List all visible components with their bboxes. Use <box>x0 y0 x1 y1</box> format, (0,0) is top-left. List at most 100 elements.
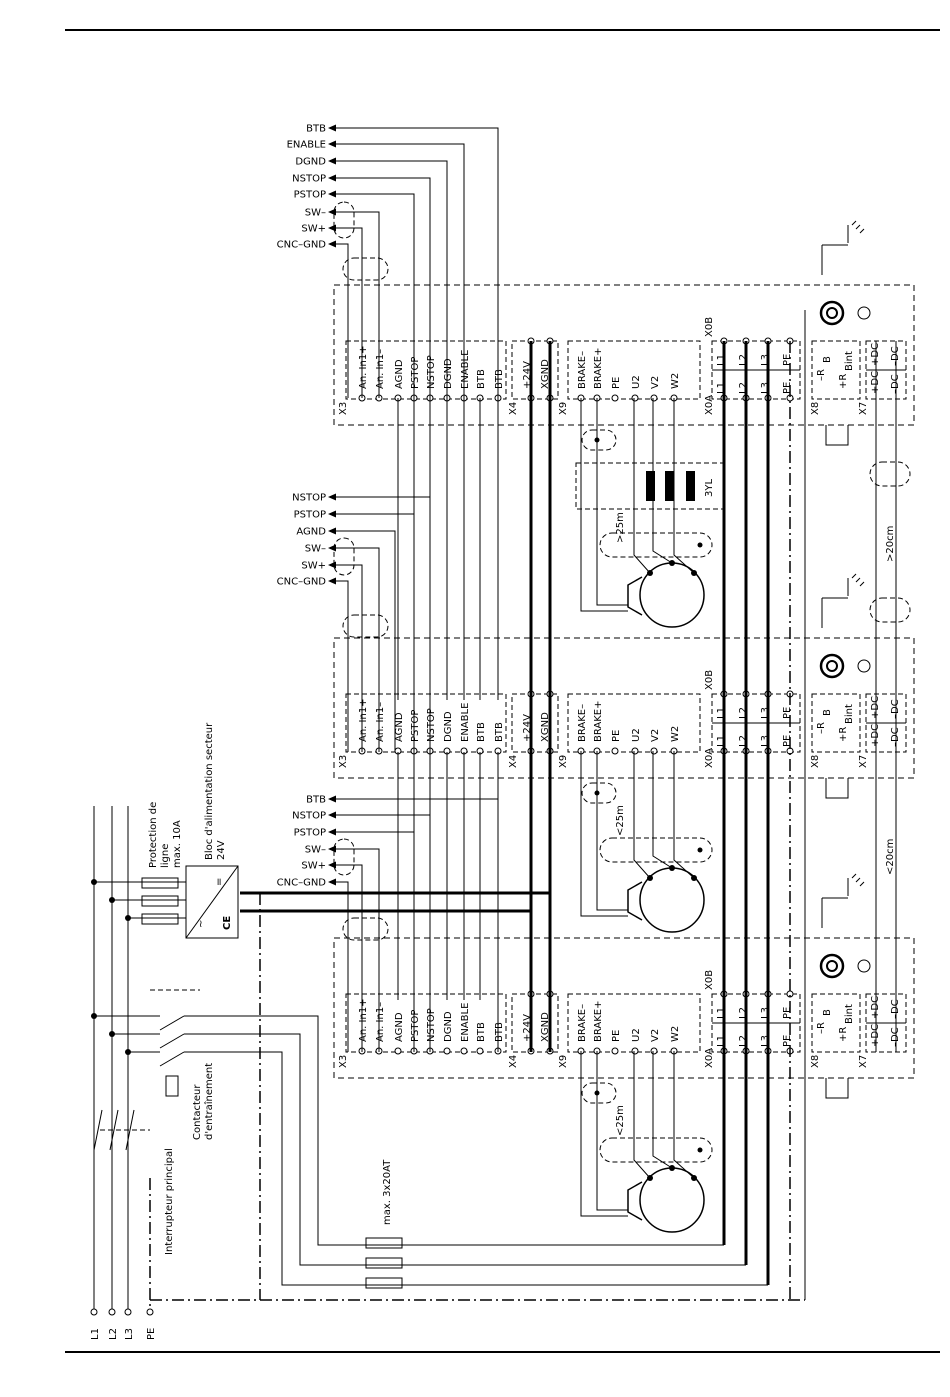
x0b-pin-label: L2 <box>738 707 749 719</box>
x3-terminal <box>476 1047 484 1055</box>
contactor-contact-2 <box>159 1033 185 1049</box>
x3-terminal <box>443 1047 451 1055</box>
cable-shield <box>599 1137 713 1163</box>
protection-label-2: ligne <box>160 844 171 868</box>
shield-clamp <box>697 1147 703 1153</box>
earth-wire <box>821 597 848 628</box>
input-label: NSTOP <box>292 174 326 185</box>
earth-wire <box>821 897 848 928</box>
cable-shield <box>599 532 713 558</box>
connector-x8-label: X8 <box>810 755 821 768</box>
x8-pin-rb-plus: +R <box>838 727 849 742</box>
x9-pin-label: W2 <box>670 373 681 389</box>
x8-pin-rb-minus-sub: B <box>822 356 833 363</box>
x9-pin-label: W2 <box>670 726 681 742</box>
signal-wire <box>344 193 415 398</box>
input-label: CNC–GND <box>277 577 327 588</box>
shield-clamp <box>594 437 600 443</box>
x3-pin-label: DGND <box>443 1011 454 1042</box>
connector-x3 <box>345 693 507 753</box>
x3-terminal <box>460 1047 468 1055</box>
drive-outline <box>333 284 915 426</box>
mains-label: L1 <box>90 1328 101 1340</box>
ground-hatch-icon <box>847 573 865 596</box>
connector-x3 <box>345 340 507 400</box>
x8-pin-rb-plus-sub: Bint <box>844 704 855 724</box>
x0a-pin-label: L2 <box>738 382 749 394</box>
drive-outline <box>333 937 915 1079</box>
drive-fuse-l3 <box>365 1277 403 1289</box>
earth-symbol-icon <box>857 306 871 320</box>
x0b-pin-label: L3 <box>760 354 771 366</box>
x9-terminal <box>611 1047 619 1055</box>
x0a-pin-label: L2 <box>738 735 749 747</box>
motor-cable-length: <25m <box>615 1105 626 1136</box>
x9-pin-label: W2 <box>670 1026 681 1042</box>
mains-terminal <box>146 1308 154 1316</box>
x3-pin-label: BTB <box>494 369 505 389</box>
connector-x8 <box>811 693 861 753</box>
x8-pin-rb-minus-sub: B <box>822 1009 833 1016</box>
arrow-head <box>328 510 336 518</box>
x9-terminal <box>611 747 619 755</box>
x9-terminal <box>650 747 658 755</box>
mains-drive-feed <box>184 1051 768 1286</box>
power-buses: >20cm<20cm <box>150 310 911 1301</box>
x8-pin-rb-plus: +R <box>838 1027 849 1042</box>
motor-phase-v <box>652 751 673 869</box>
protection-fuse-l1 <box>141 877 179 889</box>
power-supply-dc-symbol: = <box>214 878 225 886</box>
input-label: SW– <box>305 845 326 856</box>
x8-pin-rb-minus-sub: B <box>822 709 833 716</box>
mains-drive-feed <box>184 1015 724 1246</box>
motor-phase-v <box>652 398 673 564</box>
contactor-label-2: d'entraînement <box>203 1063 215 1140</box>
choke-core <box>665 471 674 501</box>
contactor-contact-1 <box>159 1015 185 1031</box>
connector-x0a-label: X0A <box>704 1048 715 1068</box>
shield-clamp <box>594 790 600 796</box>
x0a-pin-label: PE <box>782 382 793 394</box>
drive-fuse-l2 <box>365 1257 403 1269</box>
earth-stud-outer <box>819 300 845 326</box>
arrow-head <box>328 811 336 819</box>
x3-pin-label: NSTOP <box>426 708 437 742</box>
main-switch-contact-1 <box>93 1109 103 1151</box>
arrow-head <box>328 561 336 569</box>
connector-x0a-label: X0A <box>704 748 715 768</box>
x9-pin-label: PE <box>611 730 622 742</box>
x0b-pin-label: L1 <box>716 1007 727 1019</box>
input-label: BTB <box>306 124 326 135</box>
motor-cable-length: <25m <box>615 805 626 836</box>
x3-pin-label: BTB <box>476 369 487 389</box>
x8-pin-rb-plus-sub: Bint <box>844 1004 855 1024</box>
mains-terminal <box>90 1308 98 1316</box>
x4-pin-label: XGND <box>540 1012 551 1042</box>
x3-pin-label: NSTOP <box>426 1008 437 1042</box>
ground-hatch-icon <box>847 873 865 896</box>
x8-pin-rb-minus: –R <box>816 1022 827 1034</box>
connector-x7-label: X7 <box>858 402 869 415</box>
x8-pin-rb-plus: +R <box>838 374 849 389</box>
cable-shield <box>581 782 617 804</box>
x9-pin-label: BRAKE– <box>577 1004 588 1042</box>
motor-cable-length: >25m <box>615 512 626 543</box>
connector-x9-label: X9 <box>558 1055 569 1068</box>
connector-x0b-label: X0B <box>704 970 715 990</box>
signal-wire <box>344 177 431 398</box>
x3-pin-label: AGND <box>394 359 405 389</box>
motor-brake-icon <box>627 576 643 616</box>
connector-x4-label: X4 <box>508 755 519 768</box>
cable-shield <box>333 201 355 239</box>
x3-terminal <box>394 1047 402 1055</box>
x9-pin-label: V2 <box>650 376 661 389</box>
cable-shield <box>342 917 389 941</box>
x9-pin-label: BRAKE+ <box>593 701 604 743</box>
tap-node <box>91 1013 97 1019</box>
x3-pin-label: ENABLE <box>460 1003 471 1042</box>
